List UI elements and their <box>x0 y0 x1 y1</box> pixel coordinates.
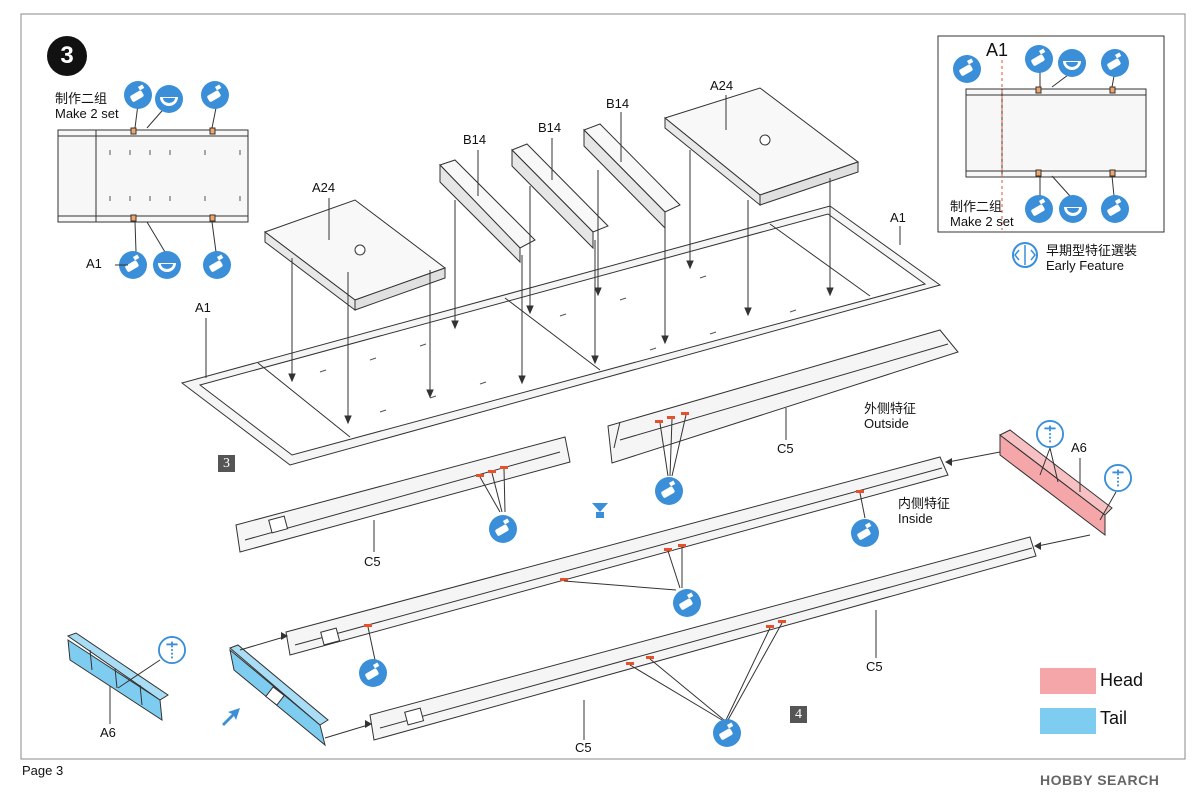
drill-icon <box>1104 464 1132 492</box>
subassembly-left-label: 制作二组 Make 2 set <box>55 91 119 122</box>
glue-icon <box>1101 49 1129 77</box>
inside-label-en: Inside <box>898 510 933 526</box>
part-label-a1-left: A1 <box>195 300 211 315</box>
reference-box-4: 4 <box>790 706 807 723</box>
chassis-frame <box>180 205 942 466</box>
subassembly-right-frame <box>965 60 1147 230</box>
bumper-a6-tail-attached <box>229 644 329 747</box>
arrow-head <box>1034 542 1041 550</box>
inset-part-label-a1: A1 <box>986 40 1009 60</box>
arrow-line <box>239 636 285 651</box>
drill-icon <box>158 636 186 664</box>
reference-box-3: 3 <box>218 455 235 472</box>
part-label-c5-lower-right: C5 <box>866 659 883 674</box>
glue-icon <box>1025 45 1053 73</box>
part-label-b14-1: B14 <box>463 132 487 147</box>
arrow-line <box>324 724 369 739</box>
arrow-head <box>281 632 288 640</box>
inset-box <box>937 35 1165 233</box>
bumper-a6-tail-loose <box>66 632 169 721</box>
cross-member-b14-3 <box>583 123 681 230</box>
part-label-a1-left-inset: A1 <box>86 256 102 271</box>
legend-swatch-tail <box>1040 708 1096 734</box>
glue-icon <box>851 519 879 547</box>
glue-icon <box>655 477 683 505</box>
leader-lines <box>109 95 1081 740</box>
part-label-a24-right: A24 <box>710 78 734 93</box>
subassembly-right-label-cn: 制作二组 <box>950 199 1003 214</box>
early-feature-label-cn: 早期型特征選裝 <box>1046 243 1138 258</box>
early-feature-icon <box>1012 242 1038 268</box>
side-rail-c5-upper <box>235 329 959 553</box>
subassembly-left-label-cn: 制作二组 <box>55 91 108 106</box>
subassembly-left-label-en: Make 2 set <box>55 105 119 121</box>
glue-icon <box>673 589 701 617</box>
subassembly-left-frame <box>57 103 249 253</box>
sanding-icon <box>1058 49 1086 77</box>
early-feature-label: 早期型特征選裝 Early Feature <box>1046 243 1138 274</box>
callout-lines <box>367 414 866 721</box>
subassembly-right-label-en: Make 2 set <box>950 213 1014 229</box>
outside-label-en: Outside <box>864 415 909 431</box>
cross-member-b14-1 <box>439 159 536 264</box>
subassembly-right-label: 制作二组 Make 2 set <box>950 199 1014 230</box>
part-label-a6-tail: A6 <box>100 725 116 740</box>
part-label-c5-upper-right: C5 <box>777 441 794 456</box>
glue-icon <box>489 515 517 543</box>
outside-label: 外侧特征 Outside <box>864 401 917 432</box>
arrow-head <box>365 720 372 728</box>
part-label-a6-head: A6 <box>1071 440 1087 455</box>
drill-icon <box>1036 420 1064 448</box>
cross-member-a24-left <box>263 199 447 312</box>
sanding-icon <box>155 85 183 113</box>
direction-arrow-icon <box>222 708 240 726</box>
arrow-line <box>1037 534 1091 547</box>
glue-icon <box>953 55 981 83</box>
inside-label-cn: 内侧特征 <box>898 496 951 511</box>
glue-icon <box>201 81 229 109</box>
flip-arrow-icon <box>592 503 608 518</box>
sanding-icon <box>1059 195 1087 223</box>
watermark: HOBBY SEARCH <box>1040 772 1160 788</box>
callout-line <box>1049 447 1059 483</box>
part-label-c5-bottom: C5 <box>575 740 592 755</box>
glue-marks <box>364 412 864 665</box>
callout-line <box>1039 447 1051 476</box>
inside-label: 内侧特征 Inside <box>898 496 951 527</box>
part-label-b14-2: B14 <box>538 120 562 135</box>
part-label-a24-left: A24 <box>312 180 336 195</box>
cross-member-b14-2 <box>511 143 609 250</box>
legend-swatch-head <box>1040 668 1096 694</box>
arrow-line <box>947 451 1001 463</box>
outside-label-cn: 外侧特征 <box>864 401 917 416</box>
part-label-a1-right: A1 <box>890 210 906 225</box>
part-label-b14-3: B14 <box>606 96 630 111</box>
early-feature-label-en: Early Feature <box>1046 257 1125 273</box>
callout-line <box>1099 491 1117 521</box>
part-label-c5-left: C5 <box>364 554 381 569</box>
legend-label-head: Head <box>1100 670 1144 690</box>
cross-member-a24-right <box>663 87 860 207</box>
glue-icon <box>359 659 387 687</box>
assembly-arrows <box>288 150 834 425</box>
glue-icon <box>1025 195 1053 223</box>
sanding-icon <box>153 251 181 279</box>
arrow-head <box>945 458 952 466</box>
side-rail-c5-lower <box>285 456 1037 741</box>
legend-label-tail: Tail <box>1100 708 1128 728</box>
glue-icon <box>124 81 152 109</box>
glue-icon <box>713 719 741 747</box>
glue-icon <box>203 251 231 279</box>
page-number: Page 3 <box>22 763 64 778</box>
step-number-badge: 3 <box>47 36 87 76</box>
callout-line <box>117 659 161 689</box>
page-frame <box>20 13 1186 760</box>
glue-icon <box>1101 195 1129 223</box>
